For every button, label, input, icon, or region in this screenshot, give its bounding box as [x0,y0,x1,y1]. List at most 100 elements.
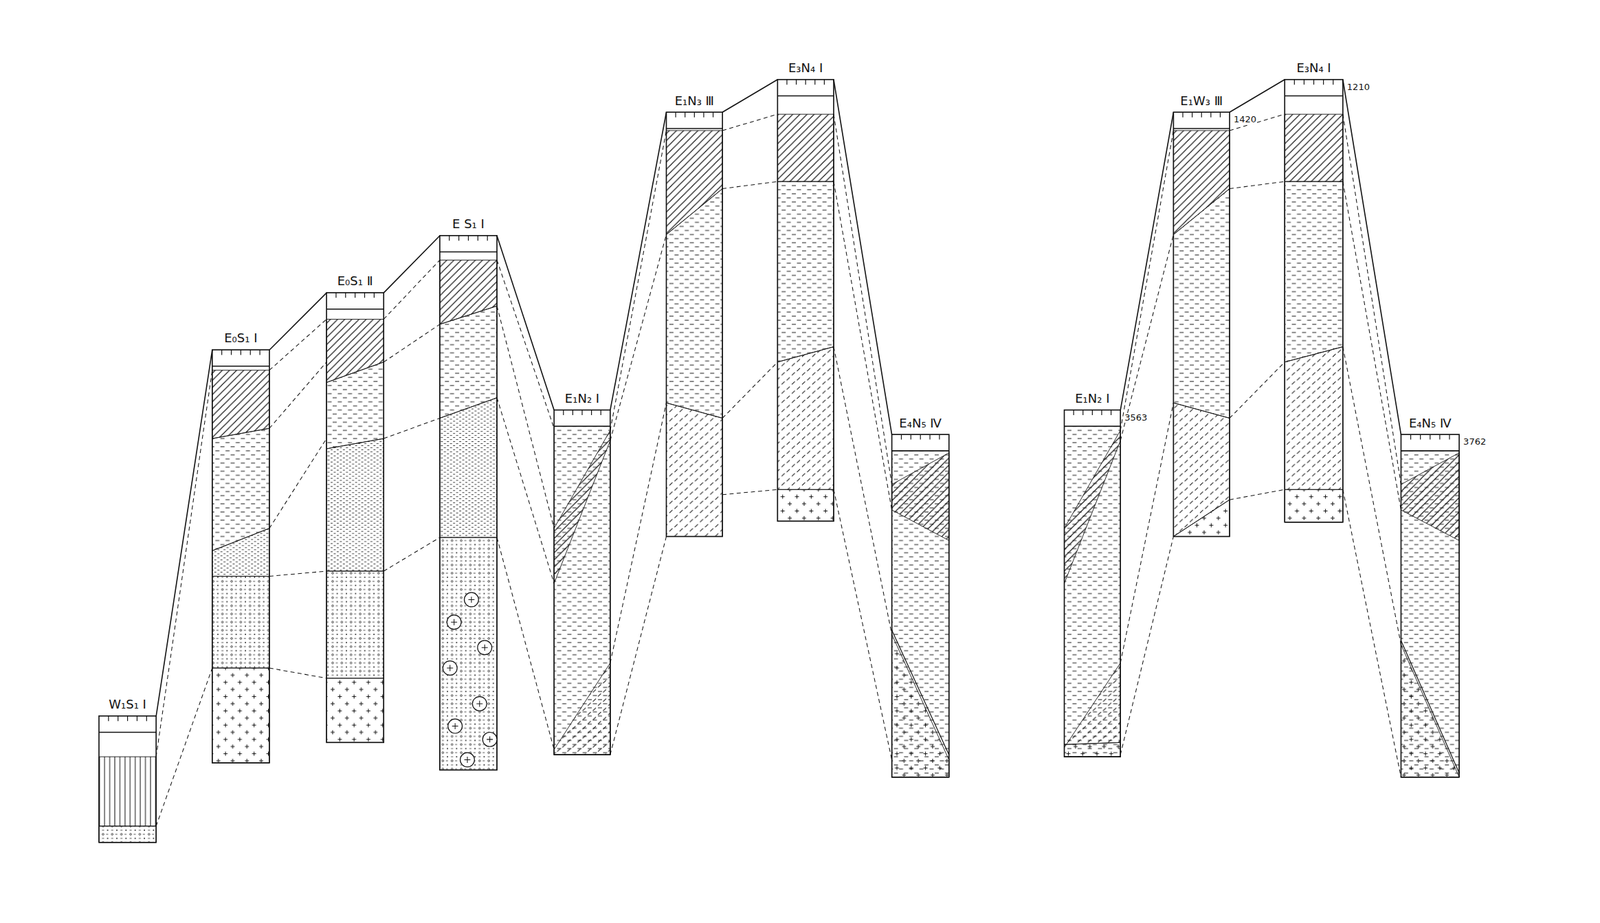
correlation-line [156,370,213,757]
correlation-line [383,417,440,439]
correlation-line [1120,130,1174,431]
correlation-line [496,397,554,584]
rock-layer [553,430,611,584]
depth-tick [107,716,109,721]
column-outline [666,112,724,537]
depth-number: 3563 [1123,413,1148,423]
correlation-line [496,537,554,750]
column-header-line [1173,127,1230,129]
depth-tick [910,434,912,440]
depth-tick [345,292,346,298]
depth-tick [1092,410,1093,416]
depth-tick [1101,410,1102,416]
top-connector [1120,112,1174,411]
well-column: E₁W₃ Ⅲ1420 [1173,112,1230,537]
rock-layer [1173,189,1230,419]
well-name: E₀S₁ Ⅰ [222,331,259,346]
correlation-line [1229,362,1285,419]
correlation-line [269,571,327,576]
rock-layer [326,362,384,449]
depth-tick [824,79,825,85]
rock-layer [98,756,157,827]
depth-tick [1323,79,1324,85]
rock-layer [777,114,834,182]
depth-tick [364,292,365,298]
rock-layer [1284,181,1343,363]
well-name: E₀S₁ Ⅱ [336,274,375,288]
depth-tick [221,349,222,355]
depth-tick [1182,112,1183,117]
column-ground [439,235,497,771]
well-name: E₄N₅ Ⅳ [1407,416,1453,431]
well-name: E₁W₃ Ⅲ [1178,94,1225,108]
column-header-line [666,127,724,129]
correlation-line [1342,347,1402,645]
column-ground [892,434,950,778]
well-name: E₁N₃ Ⅲ [673,94,716,108]
correlation-line [833,489,893,760]
depth-tick [477,235,479,241]
depth-tick [250,349,251,355]
pebble [446,615,462,630]
pebble-mark [481,644,488,651]
correlation-line [269,362,327,429]
top-connector [610,112,667,411]
depth-tick [805,79,807,85]
column-header-line [892,450,950,451]
correlation-line [722,181,778,189]
well-column: E₀S₁ Ⅱ [326,292,384,743]
well-name: E₃N₄ Ⅰ [786,61,825,75]
rock-layer [1284,489,1343,522]
depth-tick [1332,79,1334,85]
top-connector [496,235,554,411]
rock-layer [1064,430,1121,584]
rock-layer [666,189,724,419]
depth-tick [814,79,816,85]
well-name: E S₁ Ⅰ [450,217,486,231]
rock-layer [1064,742,1121,757]
rock-layer [777,181,834,363]
rock-layer [326,678,384,743]
rock-layer [98,826,157,843]
correlation-line [722,114,778,131]
correlation-line [269,668,327,679]
rock-layer [1064,663,1121,748]
correlation-line [833,347,893,635]
column-outline [439,235,497,771]
column-header-line [777,95,834,97]
rock-layer [212,575,270,669]
depth-tick [795,79,797,85]
correlation-line [833,114,893,485]
top-connector [1229,79,1285,113]
column-outline [326,292,384,743]
correlation-line [1342,181,1402,510]
depth-tick [1191,112,1193,117]
fault-line [1400,640,1460,774]
correlation-line [1342,489,1402,777]
correlation-line [496,259,554,429]
well-column: E₃N₄ Ⅰ1210 [1284,79,1343,523]
pebble-mark [476,700,483,707]
depth-tick [600,410,602,416]
pebble-mark [464,756,471,763]
correlation-line [610,536,667,756]
depth-tick [786,79,787,85]
correlation-line [383,537,440,572]
depth-tick [127,716,128,721]
correlation-line [722,362,778,419]
well-column: E₄N₅ Ⅳ [892,434,950,778]
well-column: E₁N₂ Ⅰ [553,410,611,756]
pebble [477,640,493,655]
column-outline [892,434,950,778]
rock-layer [553,426,611,755]
top-connector [269,292,327,350]
column-header-line [1284,95,1343,97]
column-ground [553,410,611,756]
pebble-mark [468,596,475,603]
depth-tick [1201,112,1203,117]
rock-layer [1284,114,1343,182]
correlation-line [610,234,667,441]
correlation-line [156,668,213,827]
